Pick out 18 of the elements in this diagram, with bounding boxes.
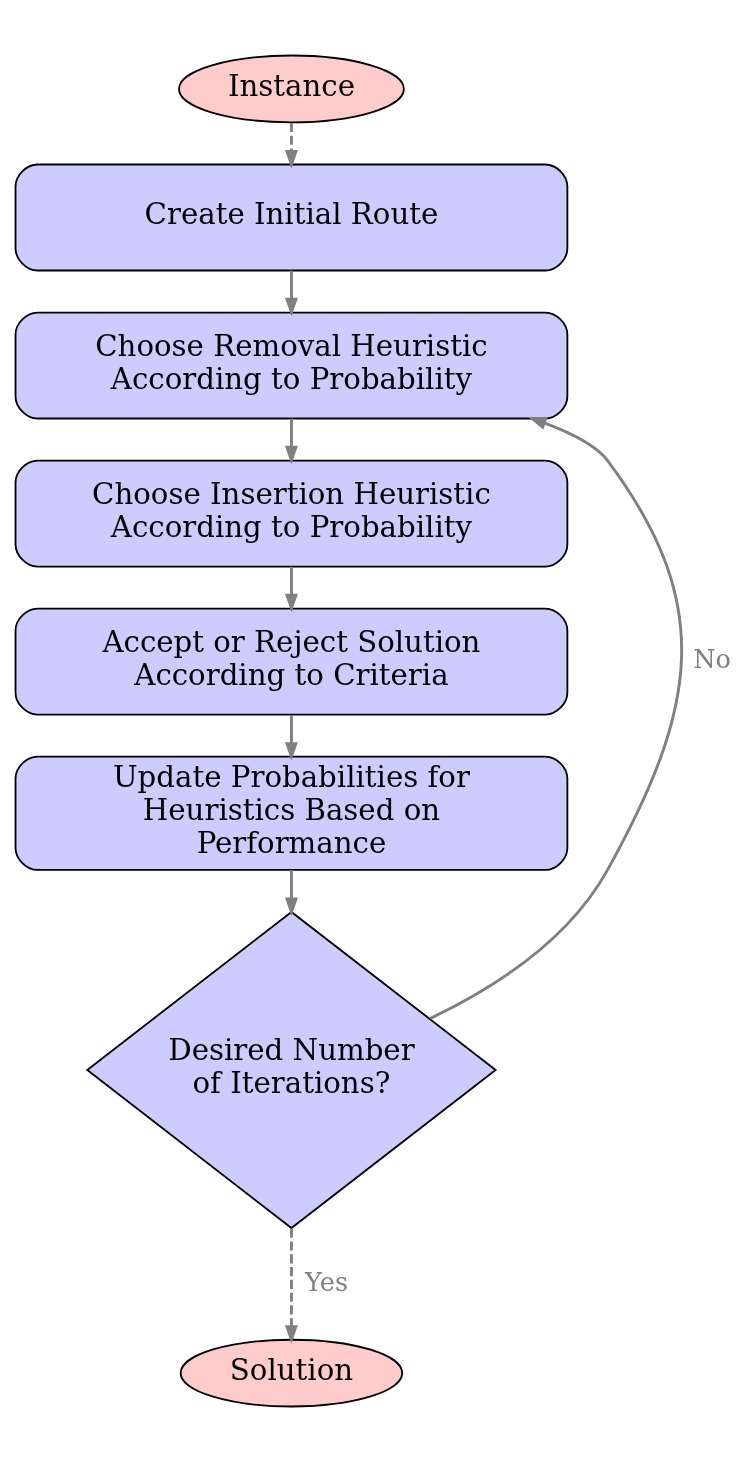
arrow [284,1228,298,1344]
arrow [284,869,298,916]
node-box: Create Initial Route [14,163,569,271]
arrow [284,122,298,169]
arrow [284,418,298,465]
arrow [429,416,683,1020]
arrow [284,714,298,761]
node-diamond: Desired Number of Iterations? [85,910,498,1229]
node-box: Choose Insertion Heuristic According to Probability [14,459,569,567]
node-ellipse: Instance [178,54,405,123]
arrow [284,270,298,316]
node-box: Update Probabilities for Heuristics Based on Performance [14,755,569,871]
node-box: Choose Removal Heuristic According to Probability [14,311,569,419]
node-box: Accept or Reject Solution According to Criteria [14,607,569,715]
edge-label: No [693,643,732,674]
arrow [284,566,298,613]
edge-label: Yes [305,1266,349,1297]
node-ellipse: Solution [179,1338,404,1407]
